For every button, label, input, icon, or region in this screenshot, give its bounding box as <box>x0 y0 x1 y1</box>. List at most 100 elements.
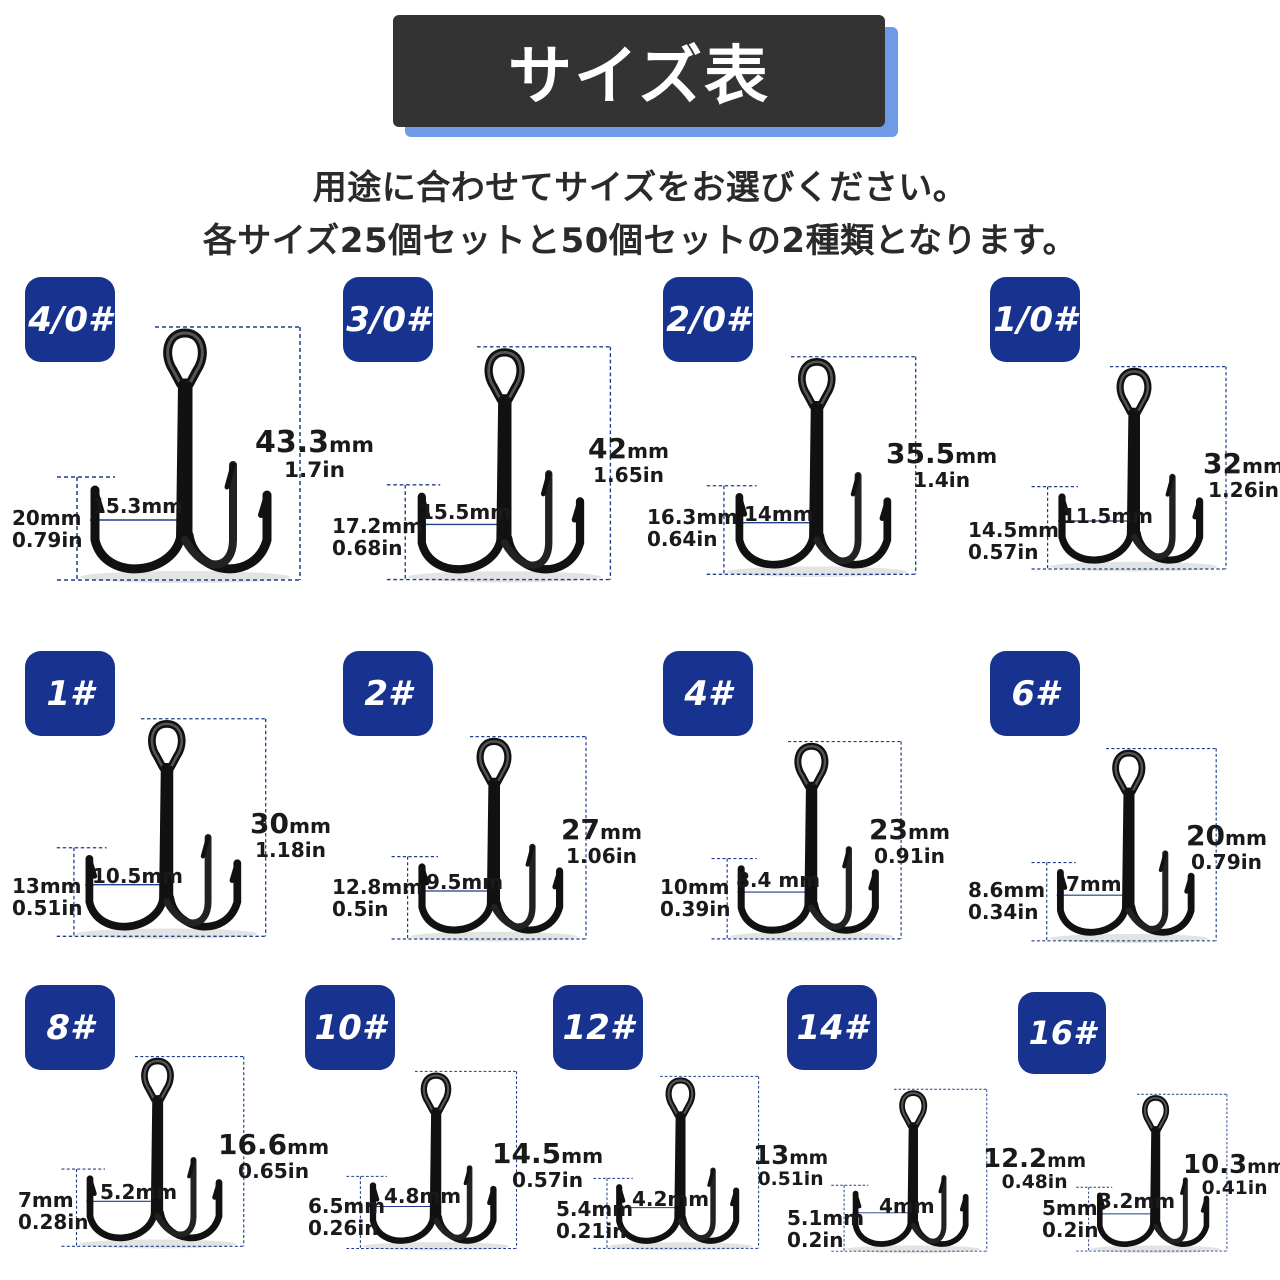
in-unit: in <box>615 844 637 868</box>
total-in-value: 0.79 <box>1190 850 1241 874</box>
size-badge: 4# <box>663 651 753 736</box>
barb-mm-value: 13mm <box>12 874 82 898</box>
total-in-value: 0.65 <box>238 1159 288 1183</box>
gap-width-label: 15.3mm <box>92 494 184 518</box>
title-banner: サイズ表 <box>393 15 898 137</box>
in-unit: in <box>1257 478 1279 502</box>
gap-width-label: 15.5mm <box>420 500 512 524</box>
size-badge: 6# <box>990 651 1080 736</box>
gap-width-label: 14mm <box>744 502 814 526</box>
total-in-value: 0.48 <box>1001 1172 1048 1193</box>
in-unit: in <box>948 468 971 492</box>
size-badge: 1# <box>25 651 115 736</box>
total-in-value: 1.7 <box>284 458 323 483</box>
total-in-value: 1.06 <box>565 844 616 868</box>
subtitle-line-2: 各サイズ25個セットと50個セットの2種類となります。 <box>202 221 1078 261</box>
total-mm-value: 43.3 <box>255 425 330 460</box>
gap-width-label: 8.4 mm <box>736 868 821 892</box>
gap-width-label: 4.8mm <box>384 1184 462 1208</box>
barb-in-value: 0.68in <box>332 536 403 560</box>
in-unit: in <box>304 838 326 862</box>
size-badge: 1/0# <box>990 277 1080 362</box>
mm-unit: mm <box>907 820 950 844</box>
treble-hook-icon <box>1075 1093 1228 1253</box>
total-mm-value: 20 <box>1186 819 1225 852</box>
mm-unit: mm <box>599 820 642 844</box>
total-in-value: 0.91 <box>873 844 924 868</box>
in-unit: in <box>287 1159 310 1183</box>
barb-in-value: 0.57in <box>968 540 1039 564</box>
treble-hook-icon <box>60 1055 245 1249</box>
gap-width-label: 3.2mm <box>1098 1189 1176 1213</box>
treble-hook-icon <box>1030 366 1227 572</box>
mm-unit: mm <box>1047 1151 1087 1172</box>
total-mm-value: 16.6 <box>218 1128 288 1161</box>
barb-in-value: 0.2in <box>1042 1218 1099 1242</box>
in-unit: in <box>322 458 346 483</box>
treble-hook-icon <box>55 718 267 939</box>
barb-mm-value: 16.3mm <box>647 505 739 529</box>
barb-mm-value: 7mm <box>18 1188 74 1212</box>
in-unit: in <box>1247 1178 1268 1199</box>
total-in-value: 1.65 <box>592 463 643 487</box>
mm-unit: mm <box>1241 454 1280 478</box>
barb-in-value: 0.21in <box>556 1219 627 1243</box>
size-badge: 2/0# <box>663 277 753 362</box>
barb-mm-value: 17.2mm <box>332 514 424 538</box>
total-in-value: 1.18 <box>254 838 305 862</box>
in-unit: in <box>642 463 664 487</box>
total-in-value: 0.41 <box>1201 1178 1248 1199</box>
in-unit: in <box>1240 850 1262 874</box>
barb-mm-value: 5.1mm <box>787 1206 865 1230</box>
barb-in-value: 0.34in <box>968 900 1039 924</box>
treble-hook-icon <box>1030 747 1217 944</box>
size-badge: 12# <box>553 985 643 1070</box>
total-mm-value: 32 <box>1203 447 1242 480</box>
total-mm-value: 12.2 <box>983 1144 1048 1174</box>
total-in-value: 0.57 <box>512 1168 562 1192</box>
mm-unit: mm <box>626 439 669 463</box>
mm-unit: mm <box>329 433 375 458</box>
barb-mm-value: 20mm <box>12 506 82 530</box>
barb-mm-value: 6.5mm <box>308 1194 386 1218</box>
barb-in-value: 0.2in <box>787 1228 844 1252</box>
gap-width-label: 5.2mm <box>100 1180 178 1204</box>
subtitle-line-1: 用途に合わせてサイズをお選びください。 <box>312 168 968 208</box>
barb-mm-value: 5.4mm <box>556 1197 634 1221</box>
gap-width-label: 10.5mm <box>92 864 184 888</box>
mm-unit: mm <box>561 1144 604 1168</box>
total-mm-value: 27 <box>561 813 600 846</box>
total-mm-value: 13 <box>753 1141 790 1171</box>
mm-unit: mm <box>287 1135 330 1159</box>
mm-unit: mm <box>288 814 331 838</box>
in-unit: in <box>923 844 945 868</box>
total-mm-value: 10.3 <box>1183 1150 1248 1180</box>
total-mm-value: 42 <box>588 432 627 465</box>
barb-mm-value: 5mm <box>1042 1196 1098 1220</box>
barb-in-value: 0.28in <box>18 1210 89 1234</box>
treble-hook-icon <box>592 1075 760 1251</box>
mm-unit: mm <box>1224 826 1267 850</box>
gap-width-label: 9.5mm <box>426 870 504 894</box>
treble-hook-icon <box>385 346 612 583</box>
barb-mm-value: 12.8mm <box>332 875 424 899</box>
total-in-value: 0.51 <box>757 1169 804 1190</box>
barb-in-value: 0.39in <box>660 897 731 921</box>
gap-width-label: 7mm <box>1066 872 1122 896</box>
total-mm-value: 30 <box>250 807 289 840</box>
size-badge: 14# <box>787 985 877 1070</box>
